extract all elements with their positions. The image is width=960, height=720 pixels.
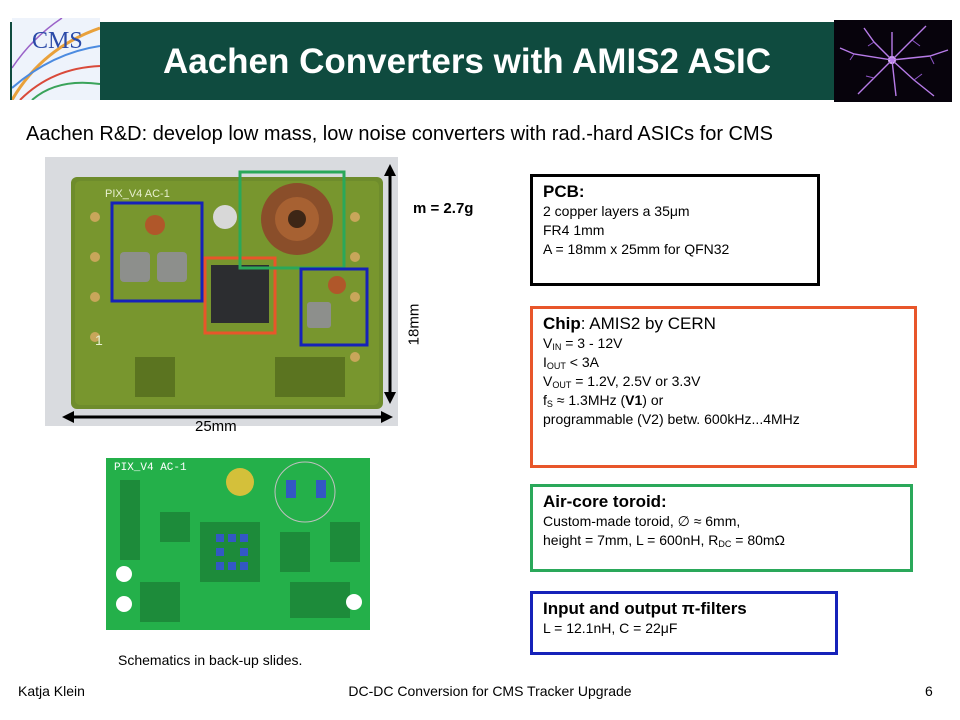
filters-line-values: L = 12.1nH, C = 22μF [543, 620, 678, 636]
footer-title: DC-DC Conversion for CMS Tracker Upgrade [348, 683, 632, 699]
converter-board-photo: PIX_V4 AC-1 1 [45, 157, 398, 426]
layout-caption: Schematics in back-up slides. [118, 652, 303, 668]
svg-text:1: 1 [95, 332, 103, 348]
page-number: 6 [925, 683, 933, 699]
pcb-layout-image: PIX_V4 AC-1 [100, 452, 375, 640]
cms-logo: CMS [12, 18, 100, 100]
height-label: 18mm [405, 303, 423, 346]
toroid-heading: Air-core toroid: [543, 492, 667, 511]
chip-info-box: Chip: AMIS2 by CERN VIN = 3 - 12V IOUT <… [530, 306, 917, 468]
chip-programmable: programmable (V2) betw. 600kHz...4MHz [543, 411, 800, 427]
toroid-info-box: Air-core toroid: Custom-made toroid, ∅ ≈… [530, 484, 913, 572]
width-label: 25mm [195, 418, 237, 435]
chip-vin: VIN = 3 - 12V [543, 335, 623, 352]
chip-heading: Chip: AMIS2 by CERN [543, 314, 716, 333]
height-dimension-arrow [384, 164, 396, 404]
filters-heading: Input and output π-filters [543, 599, 747, 618]
toroid-line-diameter: Custom-made toroid, ∅ ≈ 6mm, [543, 513, 741, 529]
slide-subtitle: Aachen R&D: develop low mass, low noise … [26, 123, 773, 145]
chip-vout: VOUT = 1.2V, 2.5V or 3.3V [543, 373, 701, 390]
pcb-line-material: FR4 1mm [543, 222, 605, 238]
chip-iout: IOUT < 3A [543, 354, 599, 371]
svg-text:CMS: CMS [32, 28, 83, 54]
mass-label: m = 2.7g [413, 200, 474, 217]
pcb-info-box: PCB: 2 copper layers a 35μm FR4 1mm A = … [530, 174, 820, 286]
svg-text:PIX_V4 AC-1: PIX_V4 AC-1 [114, 462, 187, 474]
title-banner [10, 22, 834, 100]
pcb-line-copper: 2 copper layers a 35μm [543, 203, 690, 219]
pcb-line-area: A = 18mm x 25mm for QFN32 [543, 241, 730, 257]
svg-text:PIX_V4 AC-1: PIX_V4 AC-1 [105, 188, 170, 200]
toroid-line-specs: height = 7mm, L = 600nH, RDC = 80mΩ [543, 532, 786, 549]
plasma-photo [834, 20, 952, 102]
slide-title: Aachen Converters with AMIS2 ASIC [162, 42, 772, 81]
footer-author: Katja Klein [18, 683, 85, 699]
width-dimension-arrow [62, 411, 393, 423]
pcb-heading: PCB: [543, 182, 585, 201]
filters-info-box: Input and output π-filters L = 12.1nH, C… [530, 591, 838, 655]
chip-fs: fS ≈ 1.3MHz (V1) or [543, 392, 664, 409]
